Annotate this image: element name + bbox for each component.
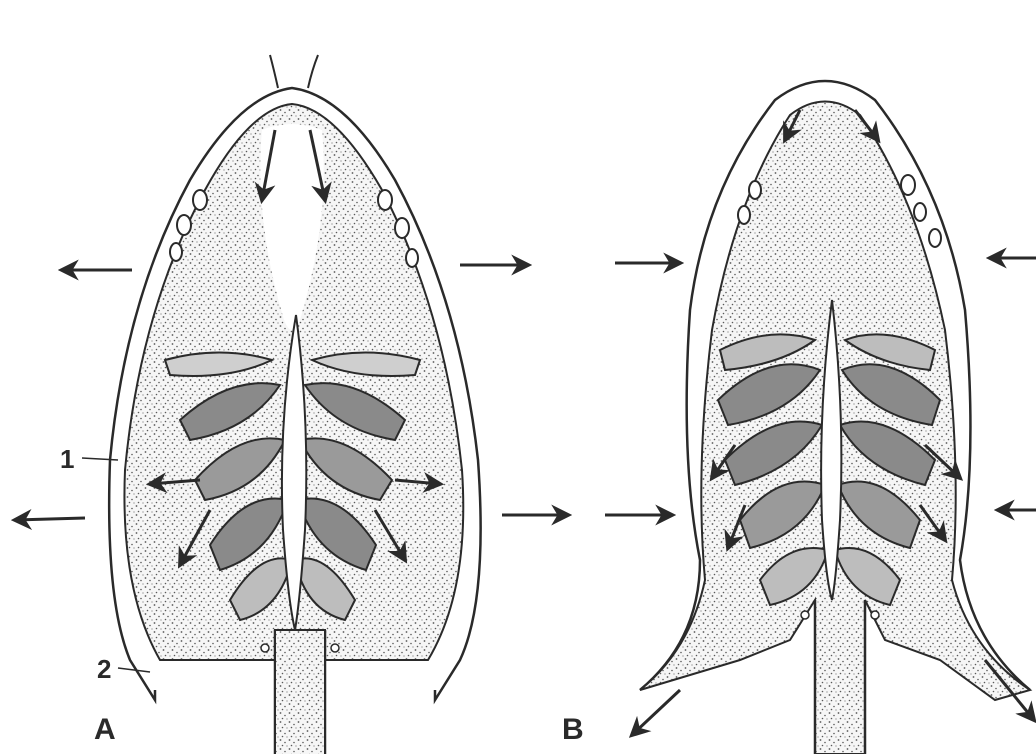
panel-label-a: A [94, 713, 116, 747]
barbel-left [270, 55, 278, 88]
barbel-right [308, 55, 318, 88]
panel-b-diagram [605, 81, 1036, 754]
panel-label-b: B [562, 713, 584, 747]
panel-a-diagram [15, 55, 568, 754]
part-label-2: 2 [97, 654, 111, 685]
part-label-1: 1 [60, 444, 74, 475]
